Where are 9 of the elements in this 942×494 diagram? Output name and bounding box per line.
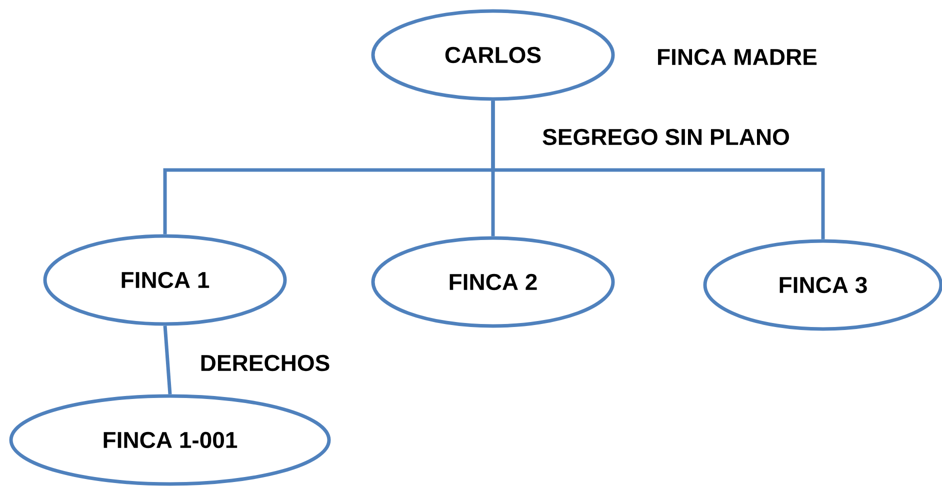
node-caption: FINCA MADRE: [658, 48, 817, 66]
edge-label: DERECHOS: [198, 352, 332, 374]
ellipse-node: FINCA 2: [371, 236, 615, 328]
ellipse-node: CARLOS: [371, 9, 615, 101]
connector-line: [491, 100, 825, 240]
edge-label: SEGREGO SIN PLANO: [540, 126, 792, 148]
connector-line: [163, 326, 172, 394]
ellipse-node: FINCA 1-001: [9, 394, 331, 486]
ellipse-node: FINCA 1: [43, 234, 287, 326]
